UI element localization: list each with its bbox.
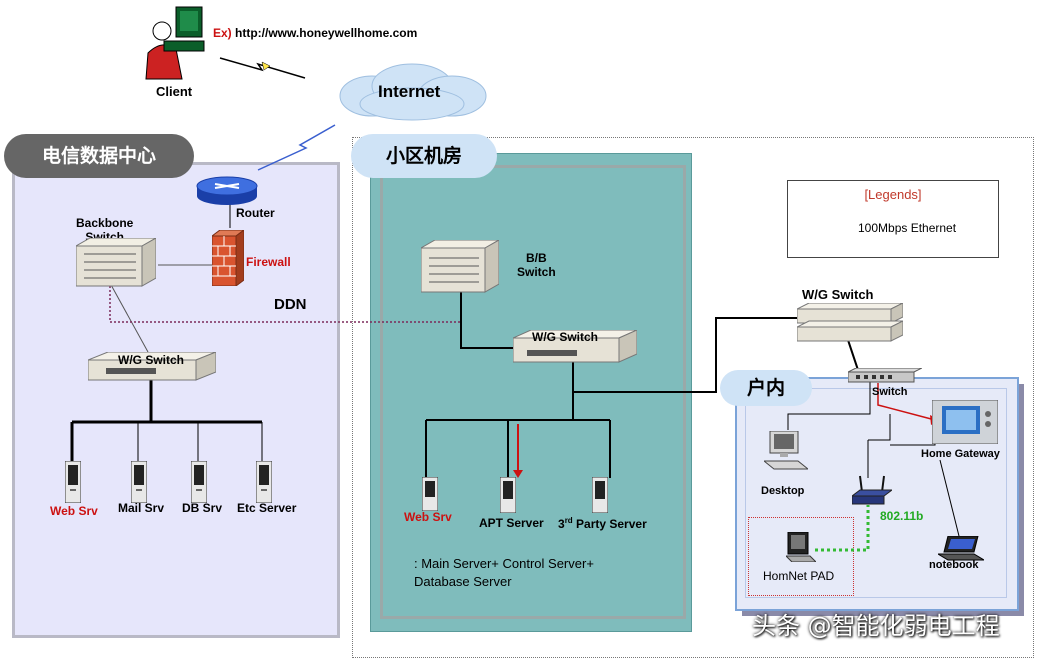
lightning-router-link	[257, 124, 336, 171]
telecom-wg-switch-label: W/G Switch	[118, 353, 184, 367]
client-url-text: http://www.honeywellhome.com	[235, 26, 418, 40]
pad-icon	[786, 532, 816, 562]
wifi-router-icon	[852, 475, 892, 505]
legend-box: [Legends] 100Mbps Ethernet	[787, 180, 999, 258]
backbone-switch-icon	[76, 238, 156, 287]
watermark: 头条 @智能化弱电工程	[752, 612, 1000, 640]
ddn-link	[109, 286, 460, 323]
outdoor-wg-switch-label: W/G Switch	[802, 287, 874, 302]
third-party-server-label: 3rd Party Server	[558, 516, 647, 531]
server-note-line1: : Main Server+ Control Server+	[414, 556, 594, 571]
lightning-client-link	[219, 57, 306, 79]
ddn-label: DDN	[274, 296, 307, 313]
apt-server-icon	[500, 477, 516, 513]
outdoor-wg-switch-icon	[797, 303, 903, 342]
apt-server-label: APT Server	[479, 516, 544, 530]
pad-dashed-box	[748, 517, 854, 596]
third-party-prefix: 3	[558, 517, 565, 531]
legend-title: [Legends]	[864, 187, 922, 202]
third-party-rest: Party Server	[572, 517, 647, 531]
third-party-sup: rd	[564, 516, 573, 525]
etc-server-icon	[256, 461, 272, 503]
firewall-icon	[212, 230, 244, 286]
desktop-icon	[764, 431, 808, 470]
legend-item: 100Mbps Ethernet	[858, 221, 957, 235]
router-icon	[196, 176, 258, 205]
indoor-zone-inner	[745, 388, 1007, 598]
third-party-server-icon	[592, 477, 608, 513]
router-label: Router	[236, 206, 275, 220]
telecom-zone	[12, 162, 340, 638]
indoor-switch-icon	[848, 368, 922, 383]
firewall-label: Firewall	[246, 255, 291, 269]
notebook-label: notebook	[929, 559, 979, 571]
bb-switch-icon	[421, 240, 499, 293]
desktop-label: Desktop	[761, 485, 805, 497]
community-web-server-icon	[422, 477, 438, 511]
home-gateway-icon	[932, 400, 998, 444]
etc-server-label: Etc Server	[237, 501, 297, 515]
client-user-icon	[145, 6, 205, 80]
internet-label: Internet	[378, 82, 441, 101]
db-server-icon	[191, 461, 207, 503]
notebook-icon	[938, 536, 984, 561]
community-wg-switch-label: W/G Switch	[532, 330, 598, 344]
community-wg-switch-icon	[513, 330, 637, 363]
client-label: Client	[156, 84, 193, 99]
web-server-icon	[65, 461, 81, 503]
bb-switch-label: B/B Switch	[517, 251, 556, 279]
community-zone-title: 小区机房	[351, 134, 497, 178]
indoor-switch-label: Switch	[872, 386, 908, 398]
indoor-zone-title: 户内	[720, 370, 812, 406]
internet-cloud-icon	[339, 63, 487, 121]
mail-server-icon	[131, 461, 147, 503]
home-gateway-label: Home Gateway	[921, 448, 1000, 460]
client-url: Ex) http://www.honeywellhome.com	[213, 26, 417, 40]
server-note: : Main Server+ Control Server+ Database …	[414, 555, 594, 591]
community-outer-frame	[352, 137, 1034, 658]
client-url-prefix: Ex)	[213, 26, 232, 40]
server-note-line2: Database Server	[414, 574, 512, 589]
wifi-label: 802.11b	[880, 509, 924, 523]
community-web-srv-label: Web Srv	[404, 510, 452, 524]
telecom-web-srv-label: Web Srv	[50, 504, 98, 518]
pad-label: HomNet PAD	[763, 569, 835, 583]
telecom-zone-title: 电信数据中心	[4, 134, 194, 178]
wifi-link	[815, 505, 870, 552]
db-srv-label: DB Srv	[182, 501, 223, 515]
mail-srv-label: Mail Srv	[118, 501, 165, 515]
telecom-wg-switch-icon	[88, 352, 216, 381]
